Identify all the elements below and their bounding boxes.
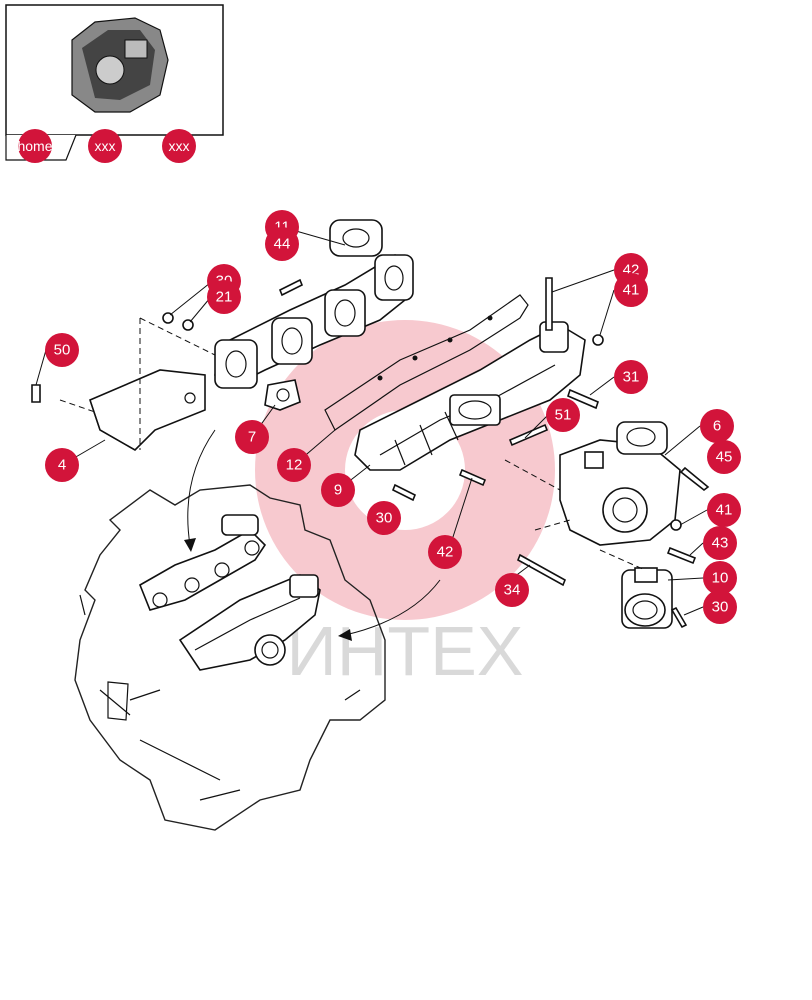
callout-label: 21 <box>216 289 233 306</box>
callout-label: 10 <box>712 570 729 587</box>
callout-12[interactable]: 12 <box>277 448 311 482</box>
callout-label: 31 <box>623 369 640 386</box>
nav-bar: home xxx xxx <box>17 129 196 163</box>
next-button[interactable]: xxx <box>162 129 196 163</box>
callout-10[interactable]: 10 <box>703 561 737 595</box>
callout-marker <box>207 280 241 314</box>
callout-34[interactable]: 34 <box>495 573 529 607</box>
callout-label: 44 <box>274 236 291 253</box>
fasteners <box>31 277 710 629</box>
callout-41b[interactable]: 41 <box>707 493 741 527</box>
callout-41a[interactable]: 41 <box>614 273 648 307</box>
assembly-arrow-left <box>184 429 216 552</box>
stud-icon-42a <box>545 277 553 331</box>
callout-marker <box>707 493 741 527</box>
callout-30b[interactable]: 30 <box>367 501 401 535</box>
engine-block-outline <box>74 484 386 831</box>
callout-label: 30 <box>712 599 729 616</box>
prev-button[interactable]: xxx <box>88 129 122 163</box>
callout-marker <box>614 360 648 394</box>
washer-icon <box>182 319 194 331</box>
callout-43[interactable]: 43 <box>703 526 737 560</box>
assembled-exhaust-manifold <box>138 514 267 611</box>
callout-51[interactable]: 51 <box>546 398 580 432</box>
engine-thumbnail-icon <box>71 17 169 113</box>
intake-manifold-gasket <box>324 294 529 431</box>
alignment-lines <box>59 317 646 571</box>
plug-icon <box>31 384 41 403</box>
next-button-label: xxx <box>169 138 190 154</box>
home-button-label: home <box>17 138 52 154</box>
bolt-icon-34 <box>516 553 567 587</box>
callout-label: 45 <box>716 449 733 466</box>
callout-50[interactable]: 50 <box>45 333 79 367</box>
callout-marker <box>707 440 741 474</box>
callout-marker <box>321 473 355 507</box>
callout-30c[interactable]: 30 <box>703 590 737 624</box>
callout-7[interactable]: 7 <box>235 420 269 454</box>
prev-button-label: xxx <box>95 138 116 154</box>
callout-42b[interactable]: 42 <box>428 535 462 569</box>
watermark-text: ИНТЕХ <box>286 612 523 690</box>
callout-marker <box>703 561 737 595</box>
callout-marker <box>495 573 529 607</box>
callout-marker <box>45 448 79 482</box>
callout-label: 9 <box>334 482 342 499</box>
callout-marker <box>614 273 648 307</box>
callout-marker <box>367 501 401 535</box>
throttle-body-housing <box>559 421 681 546</box>
callout-label: 43 <box>712 535 729 552</box>
callout-label: 42 <box>437 544 454 561</box>
throttle-valve <box>621 567 673 629</box>
callout-label: 34 <box>504 582 521 599</box>
callout-marker <box>265 227 299 261</box>
callout-marker <box>703 590 737 624</box>
callout-label: 6 <box>713 418 721 435</box>
callout-label: 30 <box>376 510 393 527</box>
stud-icon-45 <box>679 466 710 492</box>
heat-shield <box>89 369 206 451</box>
callout-31[interactable]: 31 <box>614 360 648 394</box>
bolt-icon-31 <box>567 388 599 410</box>
assembly-arrow-right <box>338 579 441 641</box>
callout-marker <box>277 448 311 482</box>
nut-icon-41b <box>670 519 682 531</box>
callout-label: 41 <box>623 282 640 299</box>
callout-marker <box>546 398 580 432</box>
callout-label: 41 <box>716 502 733 519</box>
nut-icon-41a <box>592 334 604 346</box>
callout-45[interactable]: 45 <box>707 440 741 474</box>
callout-label: 50 <box>54 342 71 359</box>
callout-marker <box>703 526 737 560</box>
exhaust-manifold <box>214 219 414 389</box>
home-button[interactable]: home <box>17 129 53 163</box>
callout-marker <box>45 333 79 367</box>
callout-marker <box>428 535 462 569</box>
stud-icon-43 <box>666 546 697 565</box>
callout-label: 51 <box>555 407 572 424</box>
callout-9[interactable]: 9 <box>321 473 355 507</box>
nut-icon <box>162 312 174 324</box>
callout-label: 7 <box>248 429 256 446</box>
callout-44[interactable]: 44 <box>265 227 299 261</box>
callouts: 1144302150471293042413151645414310304234 <box>45 210 741 624</box>
callout-marker <box>700 409 734 443</box>
bolt-icon-30c <box>670 606 688 629</box>
callout-4[interactable]: 4 <box>45 448 79 482</box>
callout-label: 4 <box>58 457 66 474</box>
bolt-icon-30b <box>391 483 417 502</box>
callout-6[interactable]: 6 <box>700 409 734 443</box>
callout-marker <box>235 420 269 454</box>
callout-label: 12 <box>286 457 303 474</box>
callout-21[interactable]: 21 <box>207 280 241 314</box>
stud-icon <box>278 278 304 297</box>
egr-gasket <box>264 379 301 411</box>
stud-icon-42b <box>458 468 487 487</box>
assembled-intake-manifold <box>178 574 321 671</box>
